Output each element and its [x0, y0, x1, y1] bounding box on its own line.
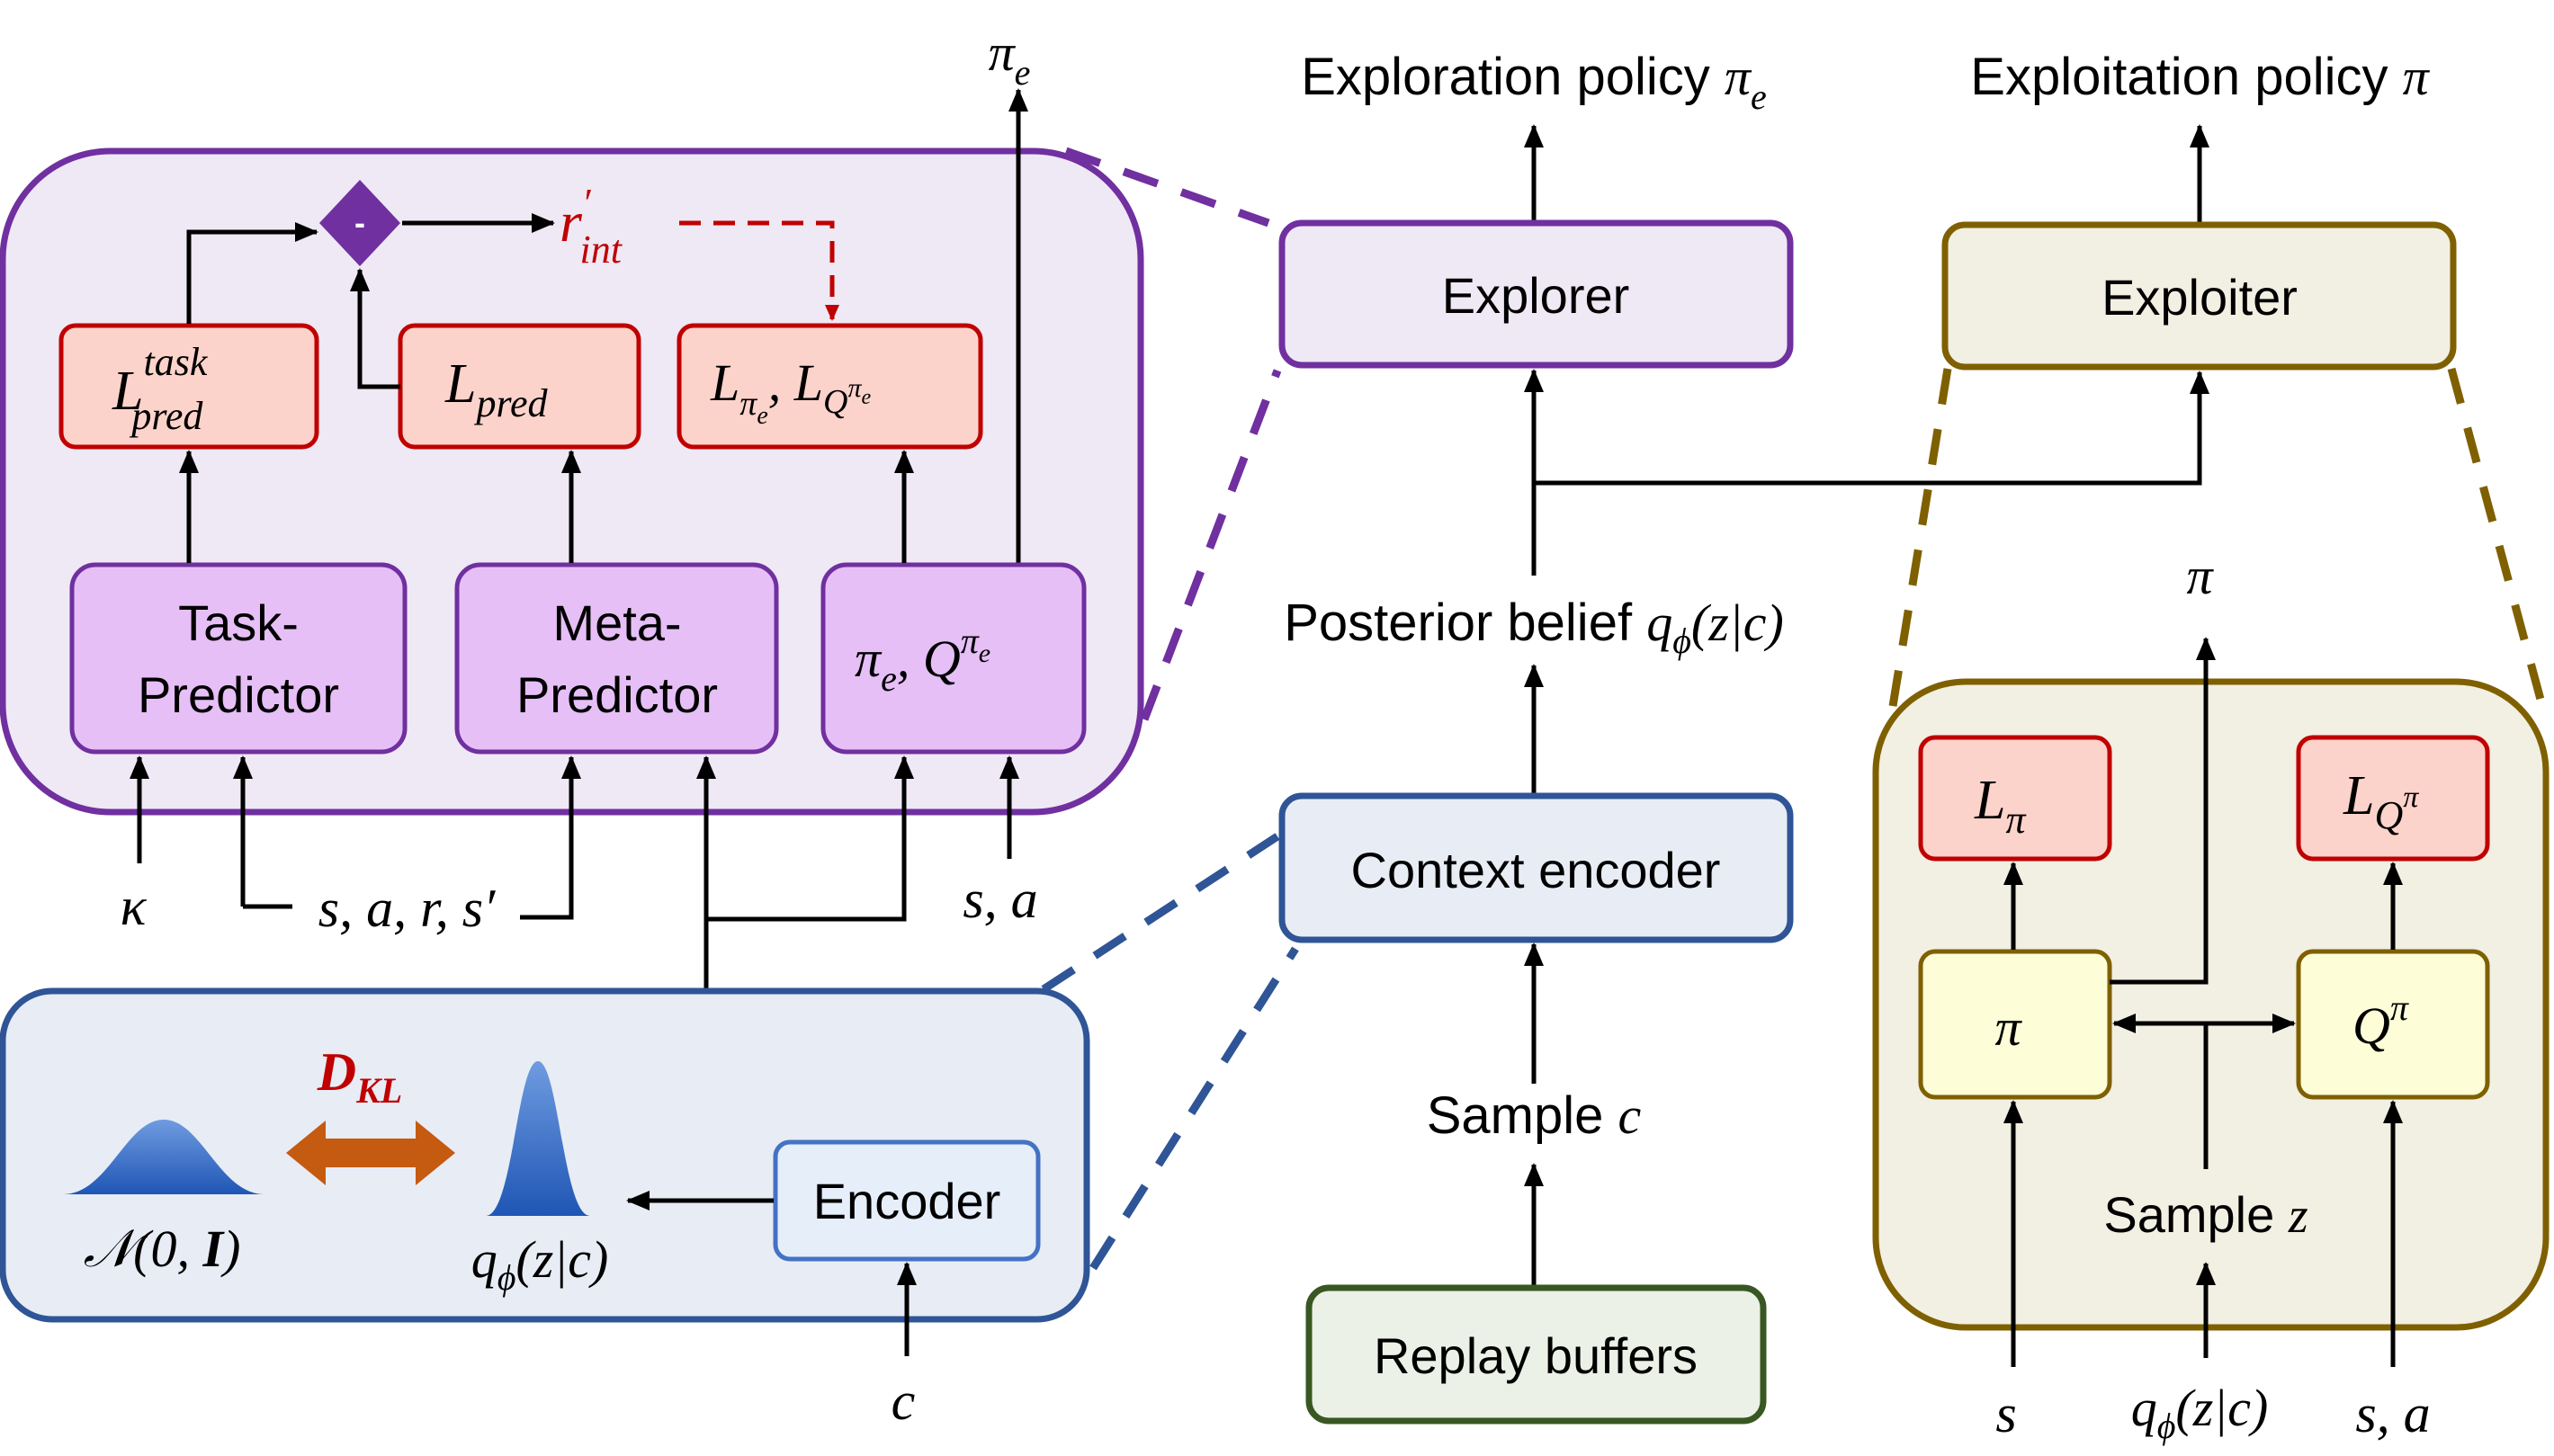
exploiter-detail-panel: Lπ LQπ π Qπ π Sample z s qϕ( [1872, 547, 2550, 1446]
policy-loss-box: Lπe, LQπe [677, 323, 983, 450]
posterior-belief-label: Posterior belief qϕ(z|c) [1284, 594, 1784, 661]
normal-prior-label: 𝒩(0, I) [84, 1219, 241, 1278]
zoom-line-explorer-bottom [1140, 369, 1282, 721]
sample-c-label: Sample c [1427, 1086, 1642, 1145]
posterior-label: qϕ(z|c) [471, 1230, 609, 1298]
center-pipeline: Exploration policy πe Explorer Exploitat… [1278, 48, 2457, 1425]
pi-output-label: π [2186, 547, 2214, 605]
sa-exploiter-label: s, a [2355, 1384, 2430, 1443]
arrow-belief-to-policy [706, 755, 914, 922]
c-input-label: c [892, 1371, 916, 1431]
task-predictor-line1: Task- [178, 594, 299, 651]
arrow-task-loss-to-diamond [186, 222, 318, 324]
replay-buffers-label: Replay buffers [1374, 1327, 1698, 1384]
exploiter-label: Exploiter [2101, 269, 2298, 326]
task-predictor-box: Task- Predictor [69, 562, 408, 755]
zoom-line-encoder-bottom [1089, 946, 1299, 1271]
q-loss-label: LQπ [2343, 765, 2419, 837]
dkl-label: DKL [317, 1042, 402, 1111]
replay-buffers-box[interactable]: Replay buffers [1305, 1284, 1767, 1425]
meta-predictor-line2: Predictor [516, 666, 718, 723]
s-input-label: s [1995, 1384, 2016, 1443]
kappa-label: κ [121, 877, 148, 936]
pi-box: π [1918, 949, 2112, 1100]
context-encoder-label: Context encoder [1351, 842, 1721, 898]
arrow-belief-to-exploiter [1534, 371, 2209, 486]
pi-e-output-label: πe [989, 23, 1031, 93]
exploration-policy-label: Exploration policy πe [1301, 48, 1767, 117]
zoom-line-exploiter-right [2447, 367, 2550, 721]
difference-diamond: - [319, 180, 400, 266]
encoder-label: Encoder [813, 1173, 1001, 1229]
encoder-detail-panel: 𝒩(0, I) DKL qϕ(z|c) Encoder c [0, 987, 1090, 1431]
q-loss-box: LQπ [2296, 735, 2490, 862]
explorer-box[interactable]: Explorer [1278, 219, 1794, 369]
intrinsic-reward-label: r′int [560, 181, 623, 272]
meta-predictor-box: Meta- Predictor [454, 562, 779, 755]
zoom-line-exploiter-left [1885, 368, 1952, 729]
prior-gaussian-shape [63, 1120, 264, 1194]
minus-symbol: - [354, 204, 365, 241]
pred-loss-box: Lpred [398, 323, 641, 450]
sample-z-label: Sample z [2103, 1186, 2308, 1244]
explorer-label: Explorer [1442, 267, 1630, 324]
kl-double-arrow [286, 1121, 455, 1185]
explorer-policy-box: πe, Qπe [820, 562, 1087, 755]
sa-label: s, a [963, 870, 1037, 929]
q-pi-label: Qπ [2352, 987, 2409, 1055]
q-pi-box: Qπ [2296, 949, 2490, 1100]
explorer-policy-label: πe, Qπe [855, 621, 990, 699]
sarsp-label: s, a, r, s′ [318, 879, 496, 938]
arrow-pred-loss-to-diamond [350, 268, 400, 389]
encoder-box: Encoder [773, 1139, 1041, 1262]
arrow-reward-to-loss [679, 220, 839, 321]
meta-predictor-line1: Meta- [552, 594, 681, 651]
exploiter-box[interactable]: Exploiter [1941, 221, 2457, 371]
arrow-pi-output [2110, 637, 2216, 985]
zoom-line-encoder-top [1041, 833, 1280, 993]
pred-loss-label: Lpred [444, 353, 549, 425]
pi-loss-box: Lπ [1918, 735, 2112, 862]
posterior-gaussian-shape [486, 1061, 590, 1216]
policy-loss-label: Lπe, LQπe [710, 353, 872, 430]
arrow-sarsp-to-meta [520, 755, 581, 920]
exploitation-policy-label: Exploitation policy π [1970, 48, 2430, 106]
zoom-line-explorer-top [1064, 147, 1270, 228]
task-predictor-line2: Predictor [138, 666, 339, 723]
pi-loss-label: Lπ [1974, 770, 2027, 842]
q-phi-input-label: qϕ(z|c) [2131, 1379, 2269, 1446]
pi-box-label: π [1994, 998, 2022, 1057]
context-encoder-box[interactable]: Context encoder [1278, 792, 1794, 943]
